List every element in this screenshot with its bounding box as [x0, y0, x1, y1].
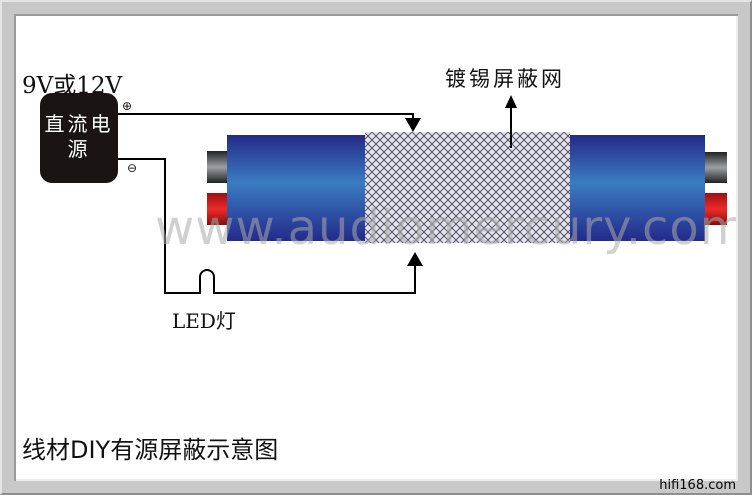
arrow-up-icon — [407, 252, 423, 266]
left-black-wire — [207, 151, 229, 183]
mesh-label: 镀锡屏蔽网 — [445, 67, 565, 91]
voltage-label: 9V或12V — [22, 73, 123, 99]
right-black-wire — [703, 152, 727, 183]
minus-icon: ⊖ — [127, 161, 138, 175]
shield-mesh — [365, 132, 570, 243]
negative-wire — [118, 158, 416, 294]
plus-icon: ⊕ — [122, 99, 133, 113]
led-label: LED灯 — [172, 309, 236, 333]
arrow-down-icon — [405, 118, 421, 132]
caption: 线材DIY有源屏蔽示意图 — [22, 436, 279, 464]
arrow-up-icon — [505, 95, 517, 108]
power-supply-label: 直流电源 — [44, 112, 114, 161]
watermark: www.audiomercury.com — [155, 200, 748, 256]
site-watermark: hifi168.com — [659, 478, 736, 493]
right-red-wire — [703, 193, 727, 225]
left-red-wire — [207, 193, 229, 225]
cable-right-jacket — [568, 135, 705, 241]
cable-left-jacket — [227, 135, 367, 241]
power-supply-box — [40, 93, 118, 183]
